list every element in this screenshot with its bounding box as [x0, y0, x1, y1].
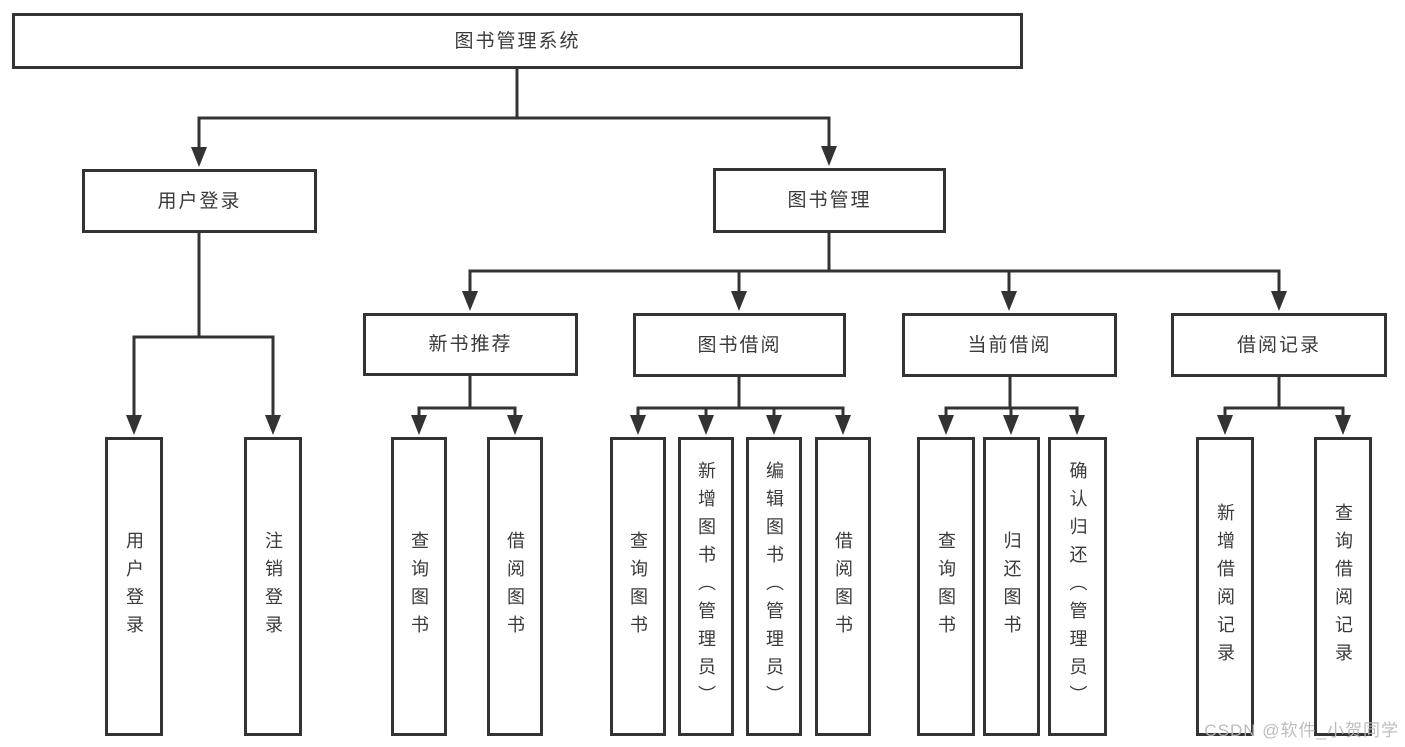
leaf-user-login: 用户登录 — [105, 437, 163, 736]
node-root-system: 图书管理系统 — [12, 13, 1023, 69]
leaf-borrow-books-borrowing: 借阅图书 — [815, 437, 871, 736]
watermark-text: CSDN @软件_小贺同学 — [1204, 721, 1399, 740]
leaf-query-books-borrowing: 查询图书 — [610, 437, 666, 736]
leaf-query-books-current: 查询图书 — [917, 437, 975, 736]
leaf-query-books-recommend: 查询图书 — [391, 437, 447, 736]
leaf-logout: 注销登录 — [244, 437, 302, 736]
node-book-management: 图书管理 — [713, 168, 946, 233]
node-new-book-recommend: 新书推荐 — [363, 313, 578, 376]
leaf-add-borrow-record: 新增借阅记录 — [1196, 437, 1254, 736]
leaf-query-borrow-record: 查询借阅记录 — [1314, 437, 1372, 736]
leaf-add-books-admin: 新增图书（管理员） — [678, 437, 734, 736]
leaf-borrow-books-recommend: 借阅图书 — [487, 437, 543, 736]
node-user-login: 用户登录 — [82, 169, 317, 233]
leaf-confirm-return-admin: 确认归还（管理员） — [1048, 437, 1107, 736]
node-current-borrowing: 当前借阅 — [902, 313, 1117, 377]
leaf-return-books: 归还图书 — [983, 437, 1040, 736]
leaf-edit-books-admin: 编辑图书（管理员） — [746, 437, 802, 736]
node-borrowing-records: 借阅记录 — [1171, 313, 1387, 377]
node-book-borrowing: 图书借阅 — [633, 313, 846, 377]
